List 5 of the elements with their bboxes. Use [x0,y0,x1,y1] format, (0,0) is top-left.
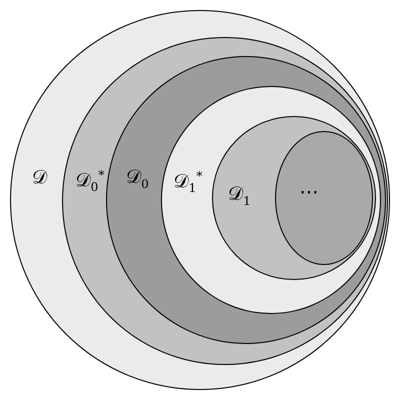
set-label: 𝒟$_{1}$ [228,184,251,206]
set-label: 𝒟$_{0}$ [126,168,149,190]
set-label: 𝒟 [32,168,47,187]
set-label: ⋯ [300,184,318,202]
nested-region [274,130,372,264]
